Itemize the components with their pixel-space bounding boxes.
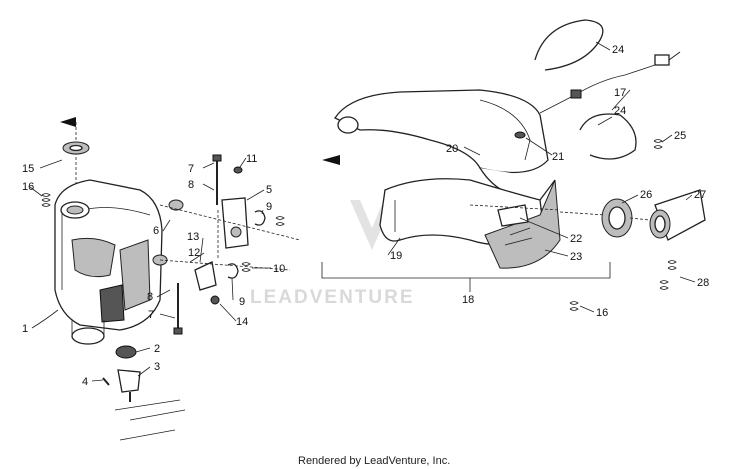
callout-8: 8 (188, 179, 194, 191)
callout-9: 9 (266, 201, 272, 213)
bushing-part (168, 199, 184, 211)
spring-part (653, 139, 663, 149)
callout-25: 25 (674, 130, 686, 142)
callout-5: 5 (266, 184, 272, 196)
callout-17: 17 (614, 87, 626, 99)
callout-28: 28 (697, 277, 709, 289)
callout-3: 3 (154, 361, 160, 373)
bolt-part (514, 131, 526, 139)
callout-21: 21 (552, 151, 564, 163)
callout-19: 19 (390, 250, 402, 262)
nut-part (210, 295, 220, 305)
footer-credit: Rendered by LeadVenture, Inc. (298, 455, 450, 467)
callout-24: 24 (614, 105, 626, 117)
assembly-bracket-line (321, 262, 611, 279)
callout-18: 18 (462, 294, 474, 306)
callout-12: 12 (188, 247, 200, 259)
callout-9: 9 (239, 296, 245, 308)
callout-4: 4 (82, 376, 88, 388)
callout-11: 11 (246, 153, 257, 165)
grommet-part (115, 345, 137, 359)
callout-24: 24 (612, 44, 624, 56)
callout-leaders (29, 41, 696, 382)
plate-part (497, 204, 529, 227)
sensor-part (539, 51, 681, 114)
watermark-text: LEADVENTURE (250, 287, 415, 308)
callout-16: 16 (22, 181, 34, 193)
bolt-part (102, 377, 110, 386)
callout-15: 15 (22, 163, 34, 175)
silencer-assembly (41, 117, 301, 441)
bracket-part (194, 261, 217, 291)
spring-part (275, 216, 285, 226)
callout-22: 22 (570, 233, 582, 245)
spring-part (41, 193, 51, 207)
expansion-chamber-assembly (321, 19, 706, 311)
muffler-body-part (54, 179, 163, 345)
callout-10: 10 (273, 263, 285, 275)
callout-7: 7 (148, 309, 154, 321)
clamp-band-part (579, 113, 637, 160)
mount-bracket-part (117, 369, 141, 393)
manifold-part (649, 189, 706, 241)
reference-arrow-icon (60, 117, 76, 127)
bolt-part (212, 154, 222, 205)
callout-23: 23 (570, 251, 582, 263)
callout-20: 20 (446, 143, 458, 155)
clamp-band-part (534, 19, 604, 71)
spring-part (569, 301, 579, 311)
callout-14: 14 (236, 316, 248, 328)
callout-6: 6 (153, 225, 159, 237)
reference-arrow-icon (322, 155, 340, 165)
bolt-part (173, 283, 183, 335)
callout-13: 13 (187, 231, 199, 243)
spring-part (659, 280, 669, 290)
spring-part (667, 260, 677, 270)
clip-part (254, 210, 266, 226)
callout-16: 16 (596, 307, 608, 319)
callout-27: 27 (694, 189, 706, 201)
callout-2: 2 (154, 343, 160, 355)
callout-8: 8 (147, 291, 153, 303)
spring-part (241, 262, 251, 272)
callout-labels: 15 16 1 2 3 4 5 6 7 7 8 8 9 9 10 11 12 1… (22, 44, 709, 388)
callout-7: 7 (188, 163, 194, 175)
chassis-outline (114, 399, 186, 441)
bracket-part (221, 197, 249, 249)
screw-part (233, 166, 243, 174)
callout-1: 1 (22, 323, 28, 335)
callout-26: 26 (640, 189, 652, 201)
